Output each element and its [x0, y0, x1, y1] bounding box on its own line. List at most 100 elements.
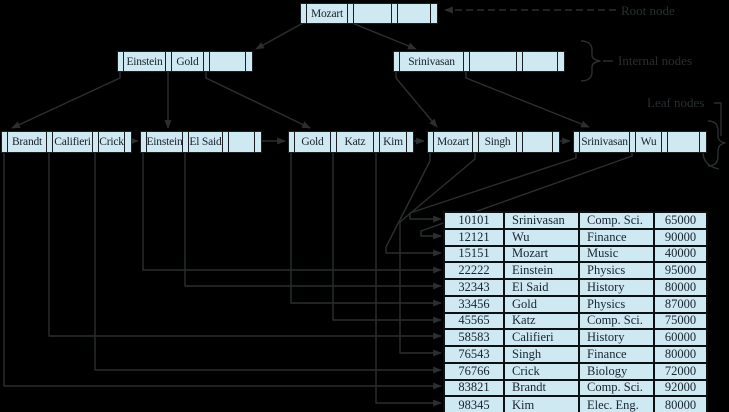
empty-key-cell	[210, 52, 246, 71]
pointer-cell	[183, 132, 189, 152]
btree-node-root: Mozart	[300, 3, 438, 24]
empty-key-cell	[398, 4, 431, 23]
pointer-cell	[301, 4, 307, 23]
table-cell: Kim	[505, 397, 580, 412]
record-pointer-gold	[290, 151, 442, 307]
pointer-cell	[407, 132, 413, 152]
table-cell: El Said	[505, 280, 580, 295]
pointer-cell	[428, 132, 434, 152]
key-cell-gold: Gold	[172, 52, 204, 71]
pointer-cell	[374, 132, 380, 152]
table-cell: 72000	[664, 363, 697, 378]
pointer-cell	[93, 132, 99, 152]
record-pointer-mozart	[385, 151, 442, 257]
empty-key-cell	[523, 52, 558, 71]
key-cell-mozart: Mozart	[307, 4, 348, 23]
table-cell: 76766	[445, 364, 505, 379]
table-cell: 95000	[664, 263, 697, 278]
table-cell: Comp. Sci.	[580, 213, 655, 228]
key-cell-einstein: Einstein	[124, 52, 166, 71]
pointer-cell	[118, 52, 124, 71]
internal-nodes-label: Internal nodes	[618, 53, 693, 68]
pointer-cell	[223, 132, 229, 152]
empty-key-cell	[470, 52, 517, 71]
pointer-cell	[394, 52, 400, 71]
table-cell: 32343	[445, 280, 505, 295]
key-cell-gold: Gold	[295, 132, 331, 152]
record-pointer-srinivasan	[409, 151, 577, 223]
record-pointer-crick	[94, 151, 442, 374]
edge-internal-right-to-leaf-4	[395, 70, 438, 128]
btree-node-leaf-1: Brandt Califieri Crick	[1, 131, 132, 153]
table-cell: Elec. Eng.	[580, 397, 655, 412]
table-cell: Music	[580, 246, 655, 262]
record-pointer-califieri	[48, 151, 442, 340]
pointer-cell	[574, 132, 580, 152]
record-pointer-einstein	[142, 151, 442, 274]
pointer-cell	[47, 132, 53, 152]
pointer-cell	[246, 52, 252, 71]
key-cell-srinivasan: Srinivasan	[400, 52, 464, 71]
table-cell: 60000	[664, 330, 697, 345]
table-cell: Physics	[580, 263, 655, 278]
table-cell: 92000	[664, 380, 697, 395]
pointer-cell	[558, 52, 564, 71]
edge-root-to-internal-left	[255, 22, 304, 50]
table-cell: Einstein	[505, 263, 580, 278]
table-cell: History	[580, 280, 655, 295]
table-cell: 40000	[664, 246, 697, 261]
pointer-cell	[700, 132, 706, 152]
edge-internal-left-to-leaf-1	[11, 70, 121, 129]
table-cell: Crick	[505, 364, 580, 379]
record-pointer-kim	[375, 151, 442, 407]
edge-internal-right-to-leaf-5	[465, 70, 590, 128]
table-cell: Califieri	[505, 330, 580, 345]
table-cell: History	[580, 330, 655, 345]
key-cell-mozart: Mozart	[434, 132, 473, 152]
leaf-tail-curve	[702, 151, 720, 170]
table-cell: 33456	[445, 297, 505, 312]
edge-internal-left-to-leaf-3	[205, 70, 311, 129]
table-cell: Wu	[505, 230, 580, 245]
record-pointer-katz	[332, 151, 442, 324]
key-cell-crick: Crick	[99, 132, 125, 152]
btree-node-internal-right: Srinivasan	[393, 51, 565, 72]
key-cell-srinivasan: Srinivasan	[580, 132, 630, 152]
pointer-cell	[517, 52, 523, 71]
empty-key-cell	[668, 132, 700, 152]
table-cell: Mozart	[505, 246, 580, 262]
table-cell: 76543	[445, 347, 505, 362]
table-cell: 75000	[664, 313, 697, 328]
leaf-nodes-label-line	[714, 102, 722, 136]
table-cell: Katz	[505, 313, 580, 329]
table-cell: Finance	[580, 347, 655, 362]
table-cell: 80000	[664, 398, 697, 412]
empty-key-cell	[229, 132, 255, 152]
record-pointer-singh	[399, 151, 476, 357]
table-cell: Srinivasan	[505, 213, 580, 228]
key-cell-califieri: Califieri	[53, 132, 93, 152]
table-cell: Comp. Sci.	[580, 313, 655, 329]
key-cell-brandt: Brandt	[8, 132, 47, 152]
empty-key-cell	[523, 132, 553, 152]
table-cell: 80000	[664, 279, 697, 294]
pointer-cell	[431, 4, 437, 23]
pointer-cell	[662, 132, 668, 152]
table-cell: Comp. Sci.	[580, 380, 655, 396]
